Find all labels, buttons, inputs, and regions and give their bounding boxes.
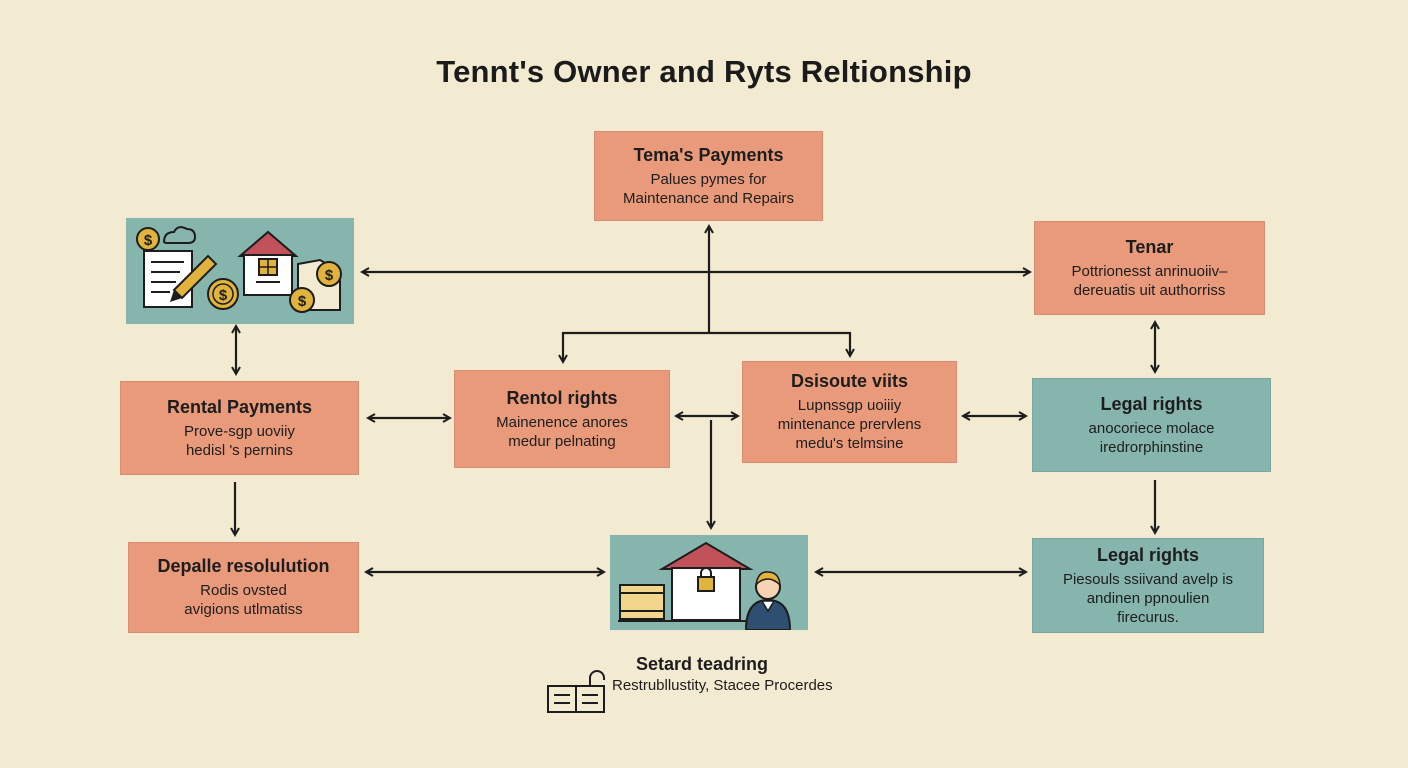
- box-tenar: Tenar Pottrionesst anrinuoiiv– dereuatis…: [1034, 221, 1265, 315]
- box-line: mintenance prervlens: [777, 416, 922, 433]
- box-line: hedisl 's pernins: [185, 441, 294, 459]
- box-line: Rodis ovsted: [200, 582, 287, 599]
- box-line: firecurus.: [1117, 608, 1179, 626]
- box-title: Tema's Payments: [633, 144, 784, 165]
- box-line: Maintenance and Repairs: [623, 189, 794, 207]
- box-line: Prove-sgp uoviiy: [184, 422, 295, 440]
- person-icon: [744, 571, 792, 631]
- box-icon: [619, 584, 665, 620]
- box-line: iredrorphinstine: [1099, 438, 1204, 456]
- box-title: Depalle resolulution: [157, 556, 330, 576]
- legend-description: Restrubllustity, Stacee Procerdes: [612, 677, 833, 694]
- svg-text:$: $: [298, 293, 307, 310]
- lock-icon: [697, 567, 715, 592]
- box-title: Legal rights: [1100, 393, 1203, 414]
- box-line: anocoriece molace: [1088, 419, 1215, 437]
- box-line: medur pelnating: [508, 432, 616, 450]
- box-line: avigions utlmatiss: [184, 601, 303, 618]
- box-line: Mainenence anores: [496, 413, 628, 431]
- box-tenant-payments: Tema's Payments Palues pymes for Mainten…: [594, 131, 823, 221]
- box-title: Legal rights: [1096, 544, 1199, 565]
- legend-title: Setard teadring: [636, 654, 769, 674]
- box-title: Tenar: [1125, 236, 1174, 257]
- house-icon: [237, 230, 299, 296]
- svg-text:$: $: [219, 287, 228, 304]
- box-title: Rentol rights: [506, 387, 618, 408]
- box-dispute-resolution: Depalle resolulution Rodis ovsted avigio…: [128, 542, 359, 633]
- box-line: Piesouls ssiivand avelp is: [1062, 570, 1234, 588]
- coin-icon: $: [207, 278, 239, 310]
- box-line: medu's telmsine: [795, 435, 904, 452]
- finance-illustration: $ $ $: [126, 218, 354, 324]
- box-line: dereuatis uit authorriss: [1073, 281, 1226, 299]
- coin-icon: $: [136, 227, 160, 251]
- svg-text:$: $: [325, 267, 334, 284]
- box-line: Lupnssgp uoiiiy: [797, 397, 902, 414]
- cloud-icon: [162, 226, 197, 244]
- branch-line: [563, 331, 850, 362]
- svg-text:$: $: [144, 232, 153, 249]
- coin-icon: $: [316, 261, 342, 287]
- box-title: Rental Payments: [166, 396, 313, 417]
- box-rental-payments: Rental Payments Prove-sgp uoviiy hedisl …: [120, 381, 359, 475]
- coin-icon: $: [289, 287, 315, 313]
- box-line: Pottrionesst anrinuoiiv–: [1071, 262, 1228, 280]
- box-title: Dsisoute viits: [790, 371, 909, 391]
- box-dispute-visits: Dsisoute viits Lupnssgp uoiiiy mintenanc…: [742, 361, 957, 463]
- box-line: andinen ppnoulien: [1086, 589, 1210, 607]
- property-illustration: [610, 535, 808, 631]
- box-rental-rights: Rentol rights Mainenence anores medur pe…: [454, 370, 670, 468]
- pen-icon: [170, 254, 218, 302]
- box-legal-rights-1: Legal rights anocoriece molace iredrorph…: [1032, 378, 1271, 472]
- box-line: Palues pymes for: [650, 170, 767, 188]
- box-legal-rights-2: Legal rights Piesouls ssiivand avelp is …: [1032, 538, 1264, 633]
- page-title: Tennt's Owner and Ryts Reltionship: [436, 54, 972, 89]
- document-lock-icon: [546, 668, 608, 719]
